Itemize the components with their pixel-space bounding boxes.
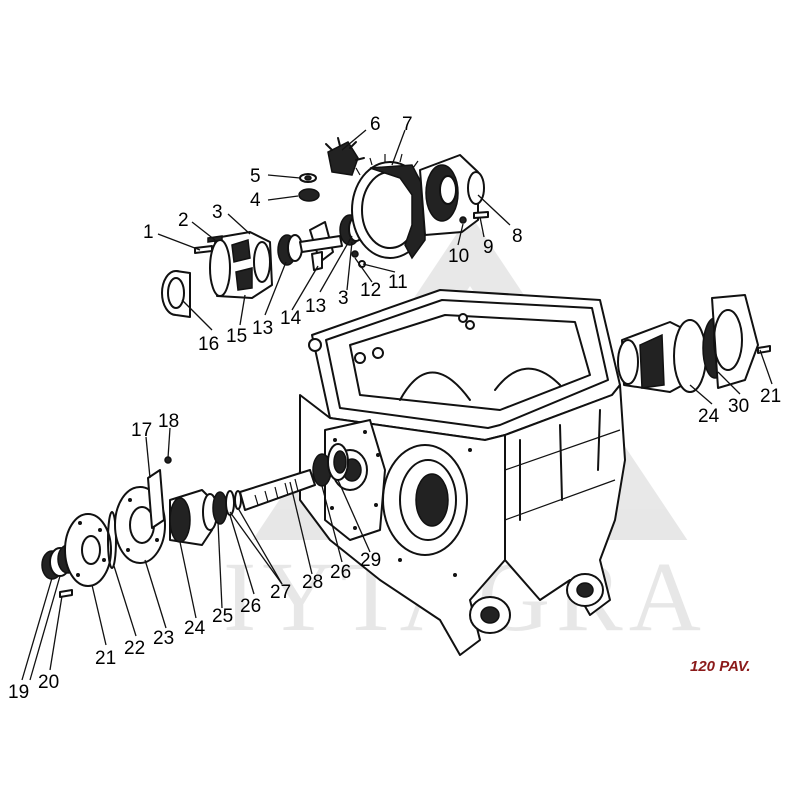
callout-29: 29 (360, 550, 381, 571)
part-16-bearing-cup (161, 270, 191, 318)
leader-lines (21, 129, 773, 681)
callout-13b: 13 (305, 296, 326, 317)
callout-21-right: 21 (760, 386, 781, 407)
part-8-carrier-half (419, 154, 485, 236)
callout-22: 22 (124, 638, 145, 659)
callout-labels: 1 2 3 5 4 6 7 8 9 10 11 12 3 13 14 13 15… (8, 114, 781, 703)
differential-assembly (161, 137, 489, 318)
part-14-spider (299, 221, 343, 271)
part-21-bolt (757, 345, 771, 354)
part-15-carrier (209, 231, 273, 299)
part-5-washer (299, 173, 317, 183)
callout-26: 26 (240, 596, 261, 617)
part-29-cup (327, 443, 349, 481)
callout-27: 27 (270, 582, 291, 603)
part-25-bearing (212, 491, 228, 525)
callout-18: 18 (158, 411, 179, 432)
callout-12: 12 (360, 280, 381, 301)
gearbox-housing (299, 289, 626, 656)
callout-9: 9 (483, 237, 494, 258)
part-12-bolt (351, 250, 359, 258)
part-24-bearing-housing (169, 489, 218, 546)
callout-6: 6 (370, 114, 381, 135)
part-4-pinion (298, 188, 320, 202)
callout-15: 15 (226, 326, 247, 347)
callout-26b: 26 (330, 562, 351, 583)
part-17-shim (147, 469, 165, 529)
part-24-hub (617, 319, 707, 393)
callout-14: 14 (280, 308, 302, 329)
part-13-side-gear (277, 234, 303, 266)
left-shaft-assembly (41, 443, 349, 598)
part-10-washer (459, 216, 467, 224)
part-1-bolt (194, 245, 213, 254)
callout-24-right: 24 (698, 406, 720, 427)
callout-7: 7 (402, 114, 413, 135)
callout-19: 19 (8, 682, 29, 703)
callout-13: 13 (252, 318, 273, 339)
callout-2: 2 (178, 210, 189, 231)
part-9-bolt (473, 211, 489, 219)
callout-28: 28 (302, 572, 323, 593)
callout-4: 4 (250, 190, 261, 211)
callout-10: 10 (448, 246, 469, 267)
part-21-cover (711, 294, 759, 389)
part-26-ring (225, 490, 235, 516)
part-6-pinion-gear (325, 137, 365, 176)
right-hub-assembly (617, 294, 771, 393)
part-7-ring-gear (351, 153, 429, 260)
part-21-flange (64, 513, 112, 587)
page-label: 120 PAV. (690, 658, 751, 675)
callout-24: 24 (184, 618, 206, 639)
callout-1: 1 (143, 222, 154, 243)
callout-25: 25 (212, 606, 233, 627)
callout-30: 30 (728, 396, 749, 417)
callout-20: 20 (38, 672, 59, 693)
callout-21: 21 (95, 648, 116, 669)
part-28-shaft (239, 469, 316, 511)
callout-8: 8 (512, 226, 523, 247)
callout-23: 23 (153, 628, 174, 649)
callout-16: 16 (198, 334, 219, 355)
callout-11: 11 (388, 272, 408, 293)
callout-17: 17 (131, 420, 152, 441)
part-20-bolt (59, 589, 73, 598)
callout-3b: 3 (338, 288, 349, 309)
callout-3: 3 (212, 202, 223, 223)
callout-5: 5 (250, 166, 261, 187)
